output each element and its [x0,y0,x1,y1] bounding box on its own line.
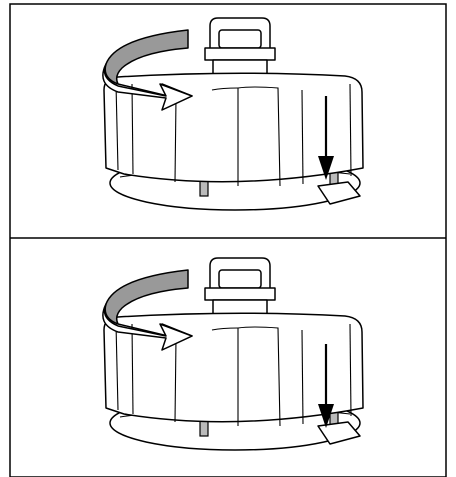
frame [9,3,447,477]
panel-top [102,17,364,211]
panel-bottom [102,257,364,451]
